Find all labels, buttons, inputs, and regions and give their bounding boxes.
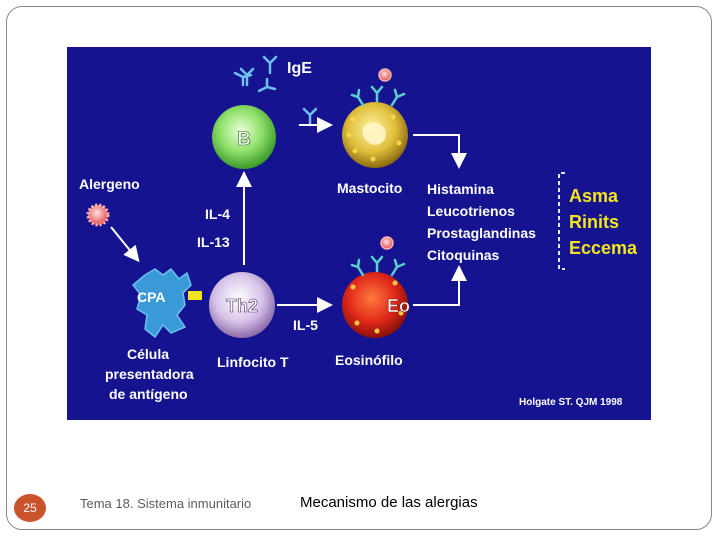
allergen-label: Alergeno <box>79 176 140 192</box>
eosinophil-label: Eosinófilo <box>335 352 403 368</box>
allergen-bound-eo-icon <box>380 236 394 250</box>
antigen-presentation-icon <box>188 291 202 300</box>
apc-cell-icon <box>131 267 192 339</box>
apc-caption-1: Célula <box>127 346 169 362</box>
th2-cell-icon <box>209 272 275 338</box>
apc-caption-3: de antígeno <box>109 386 188 402</box>
cpa-label: CPA <box>137 289 166 305</box>
disease-3: Eccema <box>569 238 638 258</box>
il13-label: IL-13 <box>197 234 230 250</box>
eo-label: Eo <box>387 296 410 316</box>
apc-caption-2: presentadora <box>105 366 194 382</box>
il4-label: IL-4 <box>205 206 230 222</box>
mediator-4: Citoquinas <box>427 247 500 263</box>
allergen-bound-icon <box>378 68 392 82</box>
page-number-badge: 25 <box>14 494 46 522</box>
slide-frame <box>6 6 712 530</box>
disease-2: Rinits <box>569 212 619 232</box>
citation: Holgate ST. QJM 1998 <box>519 397 623 408</box>
mediator-2: Leucotrienos <box>427 203 515 219</box>
t-cell-label: Linfocito T <box>217 354 289 370</box>
b-cell-icon <box>212 105 276 169</box>
il5-label: IL-5 <box>293 317 318 333</box>
b-cell-label: B <box>237 129 251 150</box>
bracket-icon <box>558 172 565 270</box>
mast-cell-label: Mastocito <box>337 180 402 196</box>
footer-slide-title: Mecanismo de las alergias <box>300 494 478 511</box>
allergy-mechanism-diagram: IgE B Mastocito Alergeno IL-4 IL-13 <box>67 47 651 420</box>
allergen-icon <box>86 203 110 227</box>
mediator-1: Histamina <box>427 181 494 197</box>
ige-antibodies-icon <box>233 55 318 127</box>
th2-label: Th2 <box>226 296 258 316</box>
ige-label: IgE <box>287 60 312 77</box>
mediator-3: Prostaglandinas <box>427 225 536 241</box>
disease-1: Asma <box>569 186 619 206</box>
footer-course-title: Tema 18. Sistema inmunitario <box>80 496 252 511</box>
